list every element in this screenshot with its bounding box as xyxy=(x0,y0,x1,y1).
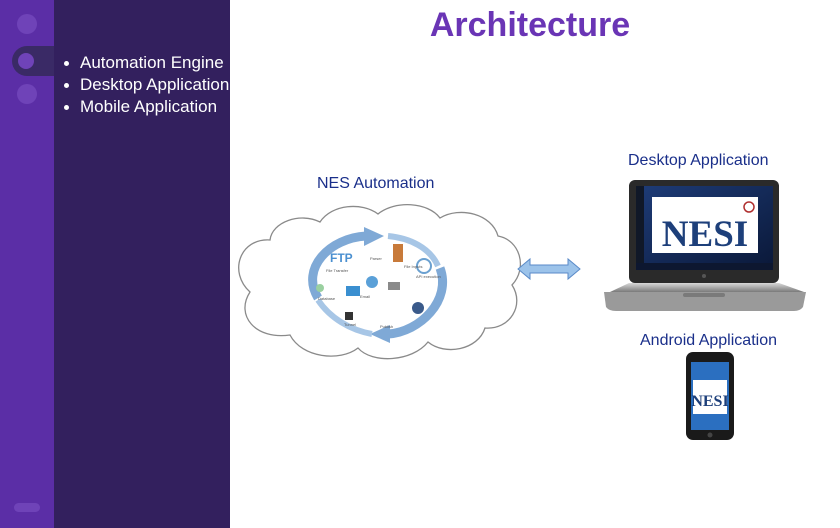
phone-icon: NESI xyxy=(686,352,734,440)
bullet-item: Desktop Application xyxy=(63,75,230,94)
slide-title: Architecture xyxy=(429,6,631,44)
settings-icon xyxy=(366,276,378,288)
cycle-item-label: Publish xyxy=(380,324,393,329)
phone-brand-logo: NESI xyxy=(691,393,728,410)
rail-pill xyxy=(14,503,40,512)
cycle-item-label: File Transfer xyxy=(326,268,349,273)
rail-dot-bottom xyxy=(17,84,37,104)
rail-notch xyxy=(12,46,56,76)
api-icon xyxy=(412,302,424,314)
file-inputs-icon xyxy=(416,258,432,274)
cycle-item-label: Parser xyxy=(370,256,382,261)
rail-notch-dot xyxy=(18,53,34,69)
cycle-arrow-head xyxy=(370,325,390,343)
rail-dot-top xyxy=(17,14,37,34)
bullet-item: Mobile Application xyxy=(63,96,229,118)
cloud-label: NES Automation xyxy=(317,175,435,192)
bullet-item: Automation Engine xyxy=(63,52,229,74)
left-rail xyxy=(0,0,56,528)
cycle-item-label: Email xyxy=(360,294,370,299)
sidebar-panel xyxy=(54,0,230,528)
parser-icon xyxy=(393,244,403,262)
bullet-list: Automation Engine Desktop Application Mo… xyxy=(63,52,230,118)
cycle-item-label: API execution xyxy=(416,274,441,279)
laptop-brand-logo: NESI xyxy=(662,214,748,255)
android-label: Android Application xyxy=(640,332,777,349)
email-icon xyxy=(388,282,400,290)
database-icon xyxy=(346,286,360,296)
cycle-item-label: Database xyxy=(318,296,336,301)
cloud-shape xyxy=(238,203,522,360)
ftp-label: FTP xyxy=(330,251,353,265)
cycle-arrow-head xyxy=(364,227,384,246)
laptop-icon: NESI xyxy=(604,180,806,311)
bidirectional-arrow xyxy=(517,257,581,281)
network-icon xyxy=(316,284,324,292)
cycle-item-label: File Inputs xyxy=(404,264,422,269)
cycle-item-label: Tunnel xyxy=(344,322,356,327)
automation-cycle: FTP File Transfer Parser File Inputs API… xyxy=(308,227,447,343)
desktop-label: Desktop Application xyxy=(628,152,769,169)
tunnel-icon xyxy=(345,312,353,320)
